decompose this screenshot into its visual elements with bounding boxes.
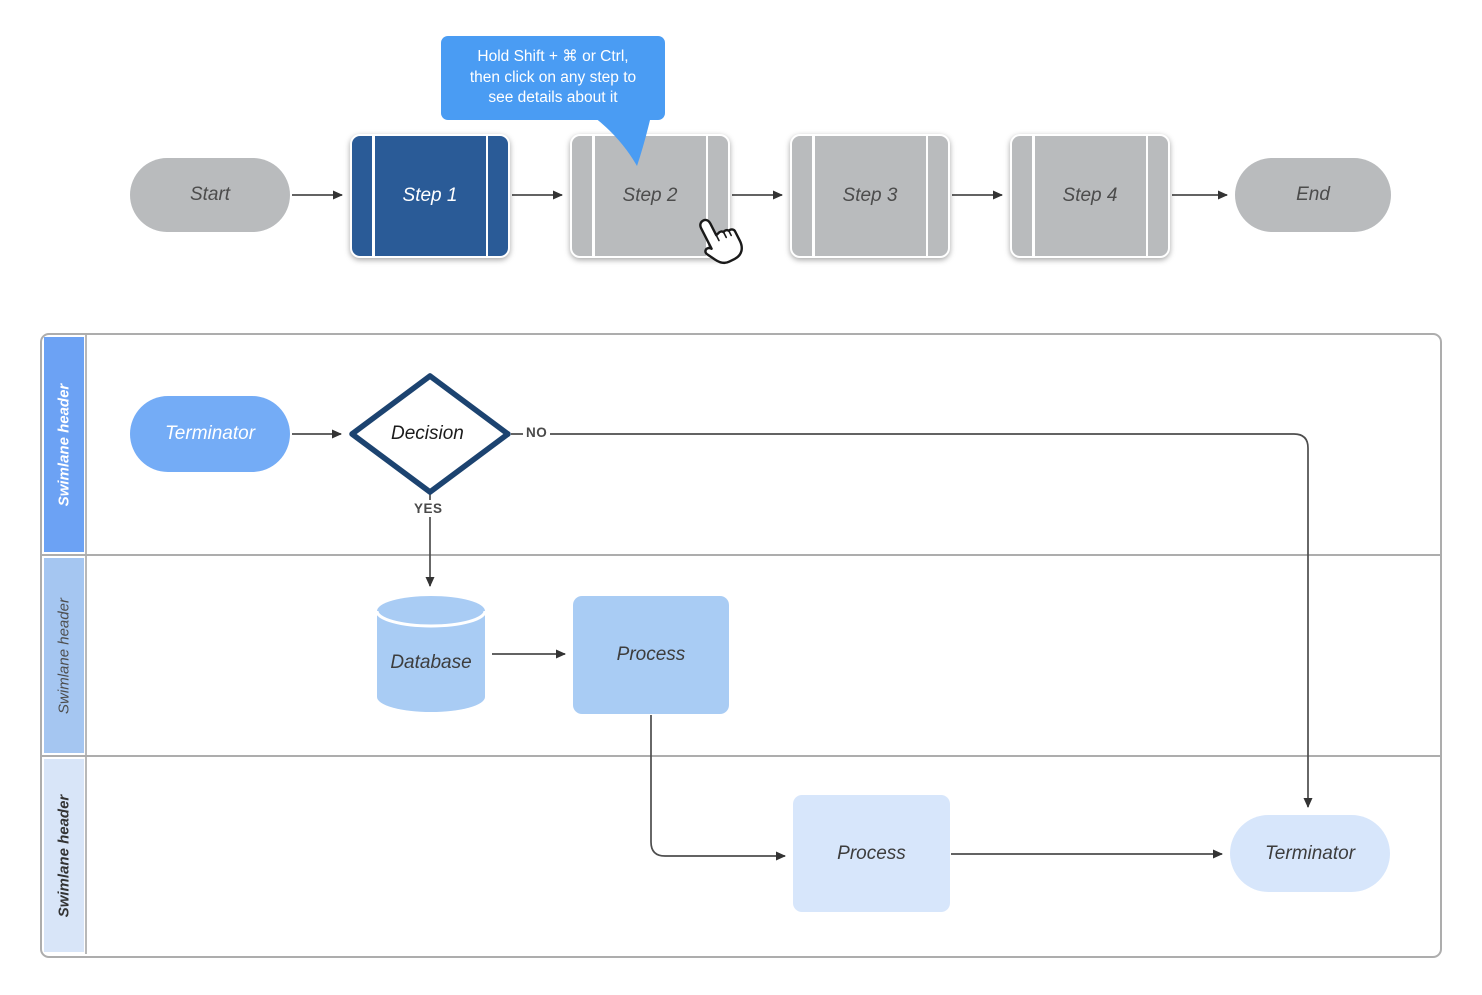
- arrow-no-branch: [511, 433, 1313, 808]
- decision-label: Decision: [391, 423, 464, 444]
- database-label: Database: [390, 652, 472, 673]
- step-1-label: Step 1: [402, 185, 458, 206]
- inner-line: [705, 136, 708, 256]
- inner-line: [372, 136, 375, 256]
- yes-edge-label: YES: [411, 500, 446, 517]
- lane1-terminator-label: Terminator: [164, 423, 256, 444]
- lane1-terminator[interactable]: Terminator: [130, 396, 290, 472]
- lane2-process[interactable]: Process: [573, 596, 729, 714]
- inner-line: [592, 136, 595, 256]
- inner-line: [1145, 136, 1148, 256]
- lane2-process-label: Process: [616, 644, 686, 665]
- decision-diamond[interactable]: [347, 371, 513, 497]
- tooltip: Hold Shift + ⌘ or Ctrl, then click on an…: [441, 36, 665, 120]
- swimlane-1-body: [85, 335, 1440, 554]
- lane3-process-label: Process: [837, 842, 906, 864]
- step-1[interactable]: Step 1: [350, 134, 510, 258]
- swimlane-2-header[interactable]: Swimlane header: [44, 558, 84, 753]
- inner-line: [485, 136, 488, 256]
- swimlane-1: Swimlane header: [42, 335, 1440, 556]
- start-label: Start: [189, 184, 231, 205]
- step-2-label: Step 2: [622, 185, 678, 206]
- swimlane-3-body: [85, 757, 1440, 954]
- end-label: End: [1296, 184, 1330, 205]
- lane3-process[interactable]: Process: [793, 795, 950, 912]
- start-terminator[interactable]: Start: [130, 158, 290, 232]
- step-4[interactable]: Step 4: [1010, 134, 1170, 258]
- swimlane-3: Swimlane header: [42, 757, 1440, 954]
- inner-line: [1032, 136, 1035, 256]
- inner-line: [812, 136, 815, 256]
- inner-line: [925, 136, 928, 256]
- swimlane-1-header[interactable]: Swimlane header: [44, 337, 84, 552]
- tooltip-text: Hold Shift + ⌘ or Ctrl, then click on an…: [469, 48, 637, 107]
- step-3[interactable]: Step 3: [790, 134, 950, 258]
- database-cylinder[interactable]: [372, 594, 490, 715]
- swimlane-2: Swimlane header: [42, 556, 1440, 757]
- step-4-label: Step 4: [1062, 185, 1118, 206]
- hand-pointer-icon: [699, 218, 743, 265]
- end-terminator[interactable]: End: [1235, 158, 1391, 232]
- no-edge-label: NO: [523, 424, 551, 441]
- lane3-terminator[interactable]: Terminator: [1230, 815, 1390, 892]
- lane3-terminator-label: Terminator: [1264, 842, 1356, 864]
- step-3-label: Step 3: [842, 185, 898, 206]
- swimlane-3-header[interactable]: Swimlane header: [44, 759, 84, 952]
- swimlane-2-body: [85, 556, 1440, 755]
- arrow-process-process: [650, 715, 786, 861]
